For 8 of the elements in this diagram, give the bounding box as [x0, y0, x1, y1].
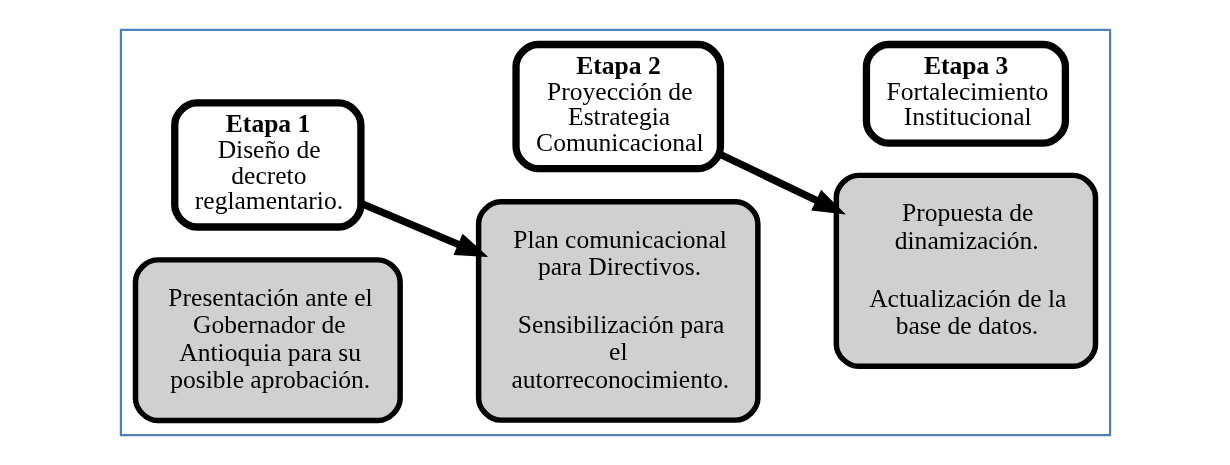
node-box: Etapa 2 Proyección de Estrategia Comunicacional [511, 40, 724, 173]
node-box: Etapa 3 Fortalecimiento Institucional [862, 40, 1069, 147]
node-box: Presentación ante el Gobernador de Antioquia para su posible aprobación. [132, 257, 403, 424]
node-box: Plan comunicacional para Directivos. Sensibilización para el autorreconocimiento. [475, 199, 761, 423]
cluster [119, 28, 1111, 437]
node-box: Propuesta de dinamización. Actualización de la base de datos. [833, 172, 1098, 369]
node-box: Etapa 1 Diseño de decreto reglamentario. [170, 99, 365, 231]
arrow [718, 151, 846, 215]
